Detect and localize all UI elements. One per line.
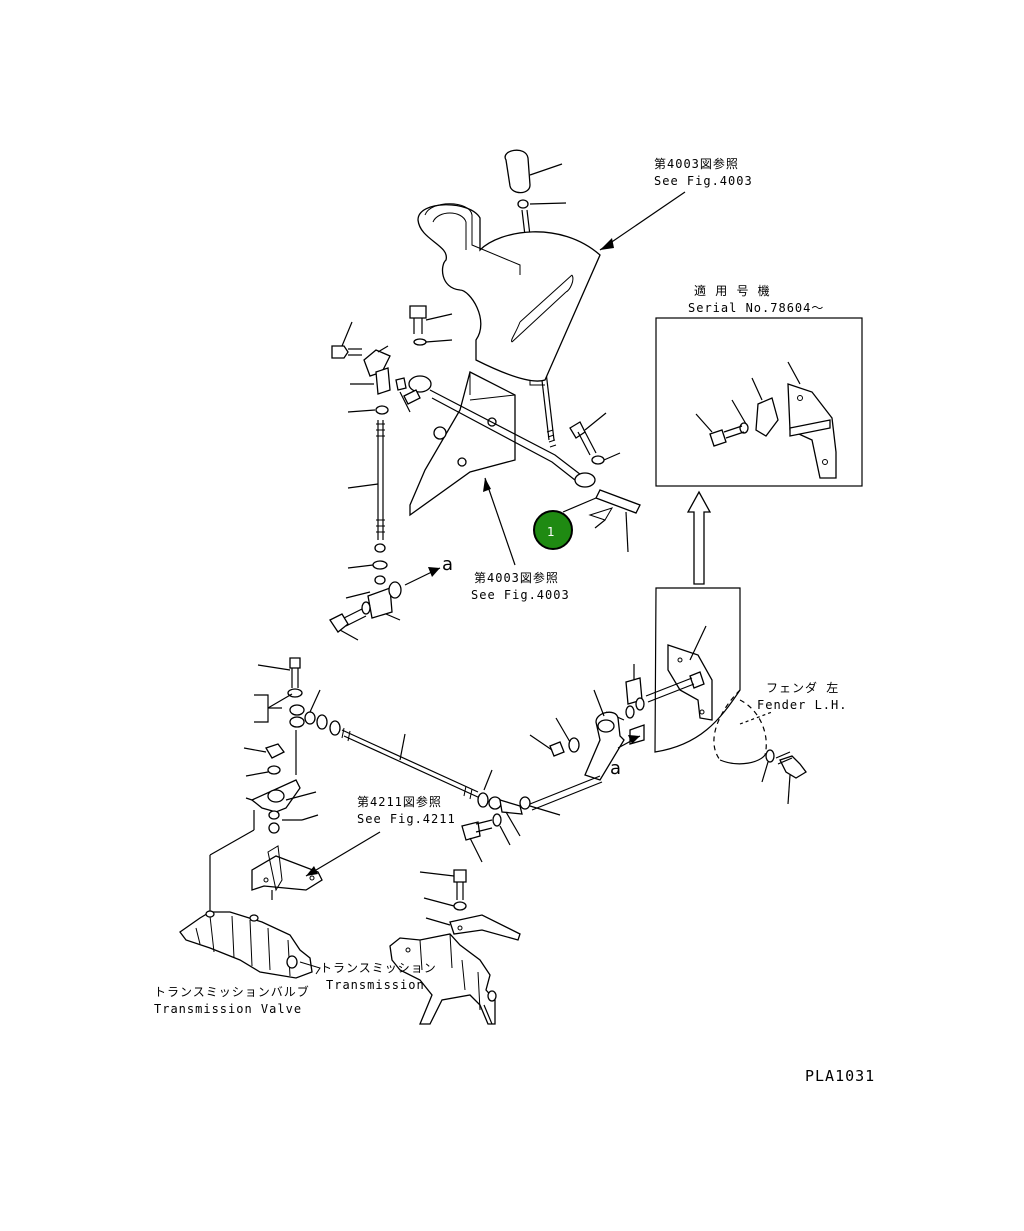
ref-top-en: See Fig.4003 bbox=[654, 174, 753, 188]
callout-1-number[interactable]: 1 bbox=[547, 525, 555, 539]
fender-bracket-assembly bbox=[529, 587, 807, 805]
transmission-jp: トランスミッション bbox=[320, 961, 437, 975]
callout-1-marker[interactable] bbox=[533, 510, 573, 550]
transmission-valve-en: Transmission Valve bbox=[154, 1002, 302, 1016]
ref-top-jp: 第4003図参照 bbox=[654, 156, 739, 171]
reference-labels: 第4003図参照 See Fig.4003 適 用 号 機 Serial No.… bbox=[154, 156, 875, 1085]
middle-rod-assembly bbox=[316, 714, 603, 863]
ref-mid-en: See Fig.4003 bbox=[471, 588, 570, 602]
upper-rod-assembly bbox=[329, 305, 453, 641]
transmission-valve-jp: トランスミッションバルブ bbox=[154, 984, 310, 999]
transmission-valve bbox=[179, 910, 321, 979]
serial-label: Serial No.78604～ bbox=[688, 301, 824, 315]
transmission bbox=[389, 869, 521, 1025]
figure-code: PLA1031 bbox=[805, 1067, 875, 1085]
ref-4211-jp: 第4211図参照 bbox=[357, 794, 442, 809]
shift-lever-assembly bbox=[408, 149, 686, 566]
ref-4211-en: See Fig.4211 bbox=[357, 812, 456, 826]
callout-1[interactable]: 1 bbox=[533, 510, 573, 550]
section-a-lower: a bbox=[610, 758, 621, 779]
valve-linkage-assembly bbox=[209, 657, 381, 915]
fender-en: Fender L.H. bbox=[757, 698, 847, 712]
applicable-jp: 適 用 号 機 bbox=[694, 283, 771, 298]
fender-jp: フェンダ 左 bbox=[766, 680, 839, 695]
transmission-en: Transmission bbox=[326, 978, 425, 992]
section-a-upper: a bbox=[442, 554, 453, 575]
serial-inset bbox=[655, 317, 863, 585]
ref-mid-jp: 第4003図参照 bbox=[474, 570, 559, 585]
